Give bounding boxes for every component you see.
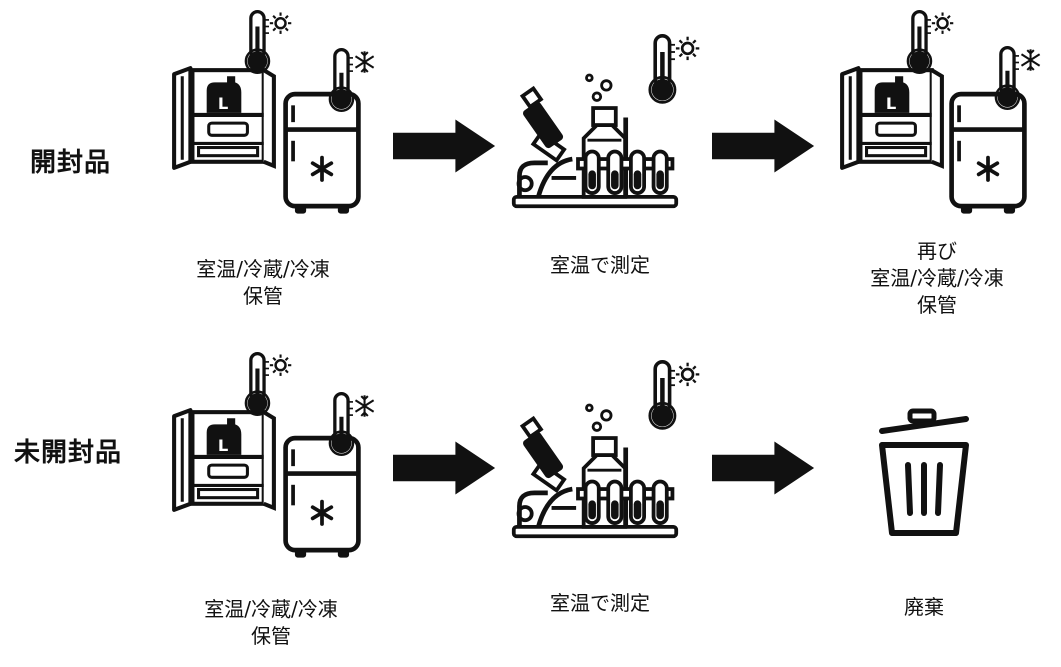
thermometer-sun-icon <box>906 10 956 76</box>
flow-arrow-icon <box>712 440 816 496</box>
step-caption: 室温/冷蔵/冷凍 保管 <box>176 596 366 650</box>
step-caption: 廃棄 <box>864 594 984 621</box>
thermometer-snowflake-icon <box>328 48 378 114</box>
thermometer-snowflake-icon <box>994 46 1044 112</box>
thermometer-sun-icon <box>648 34 702 106</box>
step-caption: 室温で測定 <box>510 252 690 279</box>
step-caption: 室温で測定 <box>510 590 690 617</box>
cabinet-icon <box>168 62 280 174</box>
row-label-unopened: 未開封品 <box>14 432 122 469</box>
trash-can-icon <box>874 408 974 540</box>
step-caption: 再び 室温/冷蔵/冷凍 保管 <box>842 238 1032 319</box>
cabinet-icon <box>168 404 280 516</box>
flow-arrow-icon <box>712 118 816 174</box>
row-label-opened: 開封品 <box>30 142 111 179</box>
thermometer-sun-icon <box>648 360 702 432</box>
step-caption: 室温/冷蔵/冷凍 保管 <box>168 256 358 310</box>
thermometer-sun-icon <box>244 10 294 76</box>
flow-arrow-icon <box>393 440 497 496</box>
thermometer-snowflake-icon <box>328 392 378 458</box>
thermometer-sun-icon <box>244 352 294 418</box>
flow-arrow-icon <box>393 118 497 174</box>
cabinet-icon <box>836 62 948 174</box>
